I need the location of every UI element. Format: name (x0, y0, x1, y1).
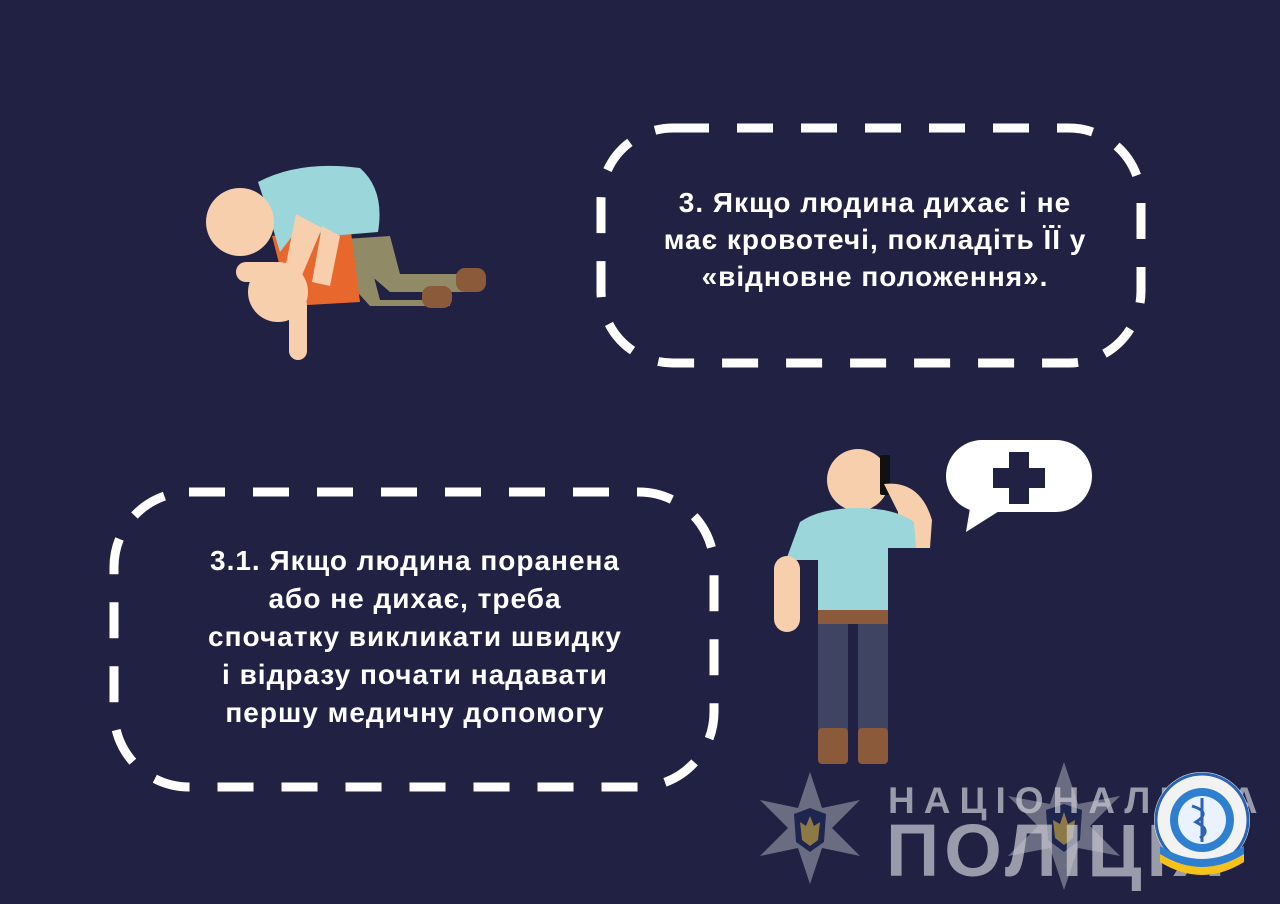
step31-line-5: першу медичну допомогу (225, 697, 605, 728)
step31-line-1: 3.1. Якщо людина поранена (210, 545, 620, 576)
dashed-frame-step31 (109, 487, 719, 792)
step3-text: 3. Якщо людина дихає і не має кровотечі,… (620, 184, 1130, 295)
step31-line-2: або не дихає, треба (268, 583, 562, 614)
step3-line-3: «відновне положення». (701, 261, 1049, 292)
dashed-frame-step3 (596, 123, 1146, 368)
step3-line-1: 3. Якщо людина дихає і не (678, 187, 1072, 218)
step31-line-3: спочатку викликати швидку (208, 621, 622, 652)
step31-line-4: і відразу почати надавати (222, 659, 608, 690)
step3-line-2: має кровотечі, покладіть ЇЇ у (663, 224, 1087, 255)
step31-text: 3.1. Якщо людина поранена або не дихає, … (150, 542, 680, 732)
